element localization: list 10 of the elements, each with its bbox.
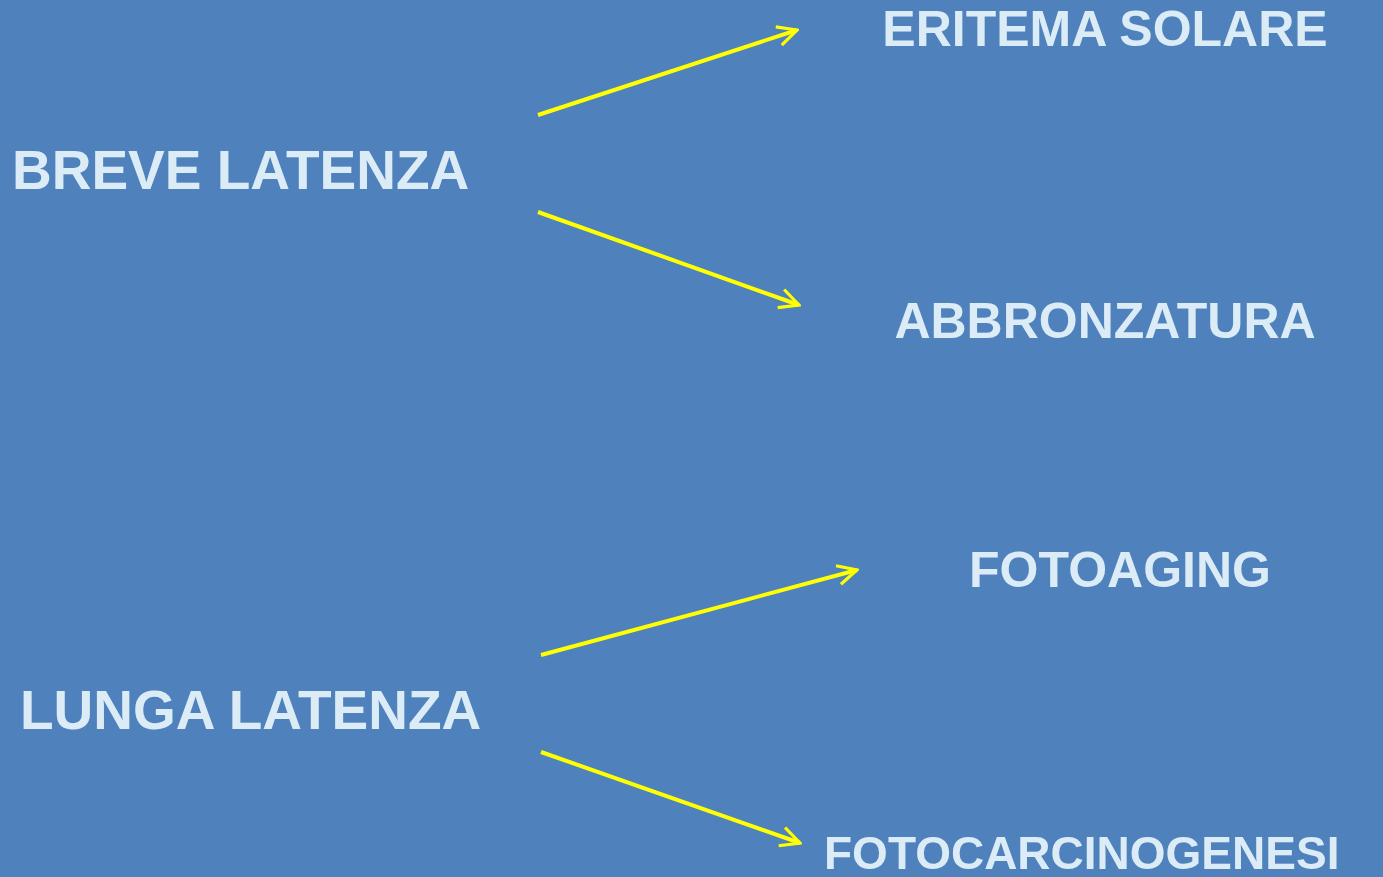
node-label: FOTOCARCINOGENESI — [824, 829, 1340, 876]
node-label: BREVE LATENZA — [12, 142, 470, 198]
node-label: ERITEMA SOLARE — [882, 4, 1328, 54]
node-label: FOTOAGING — [969, 545, 1271, 595]
arrow — [540, 564, 859, 657]
node-label: ABBRONZATURA — [894, 296, 1316, 346]
arrow — [537, 210, 801, 310]
arrow — [540, 750, 802, 848]
node-label: LUNGA LATENZA — [20, 682, 482, 738]
arrow — [537, 25, 799, 117]
